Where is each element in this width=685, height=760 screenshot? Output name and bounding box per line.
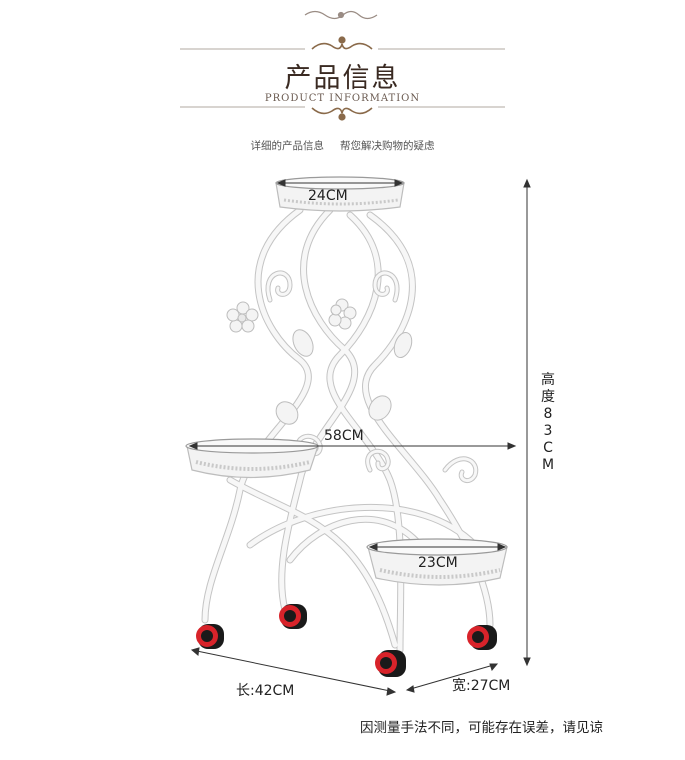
dimension-lines xyxy=(188,178,531,696)
measurement-disclaimer: 因测量手法不同，可能存在误差，请见谅 xyxy=(360,720,603,736)
caster-wheels xyxy=(196,604,497,677)
flourish-top-icon xyxy=(311,36,373,50)
description-left: 详细的产品信息 xyxy=(250,140,325,152)
page-title: 产品信息 xyxy=(284,63,401,94)
top-ornament xyxy=(304,10,378,20)
total-width-dimension: 58CM xyxy=(324,428,364,444)
page-subtitle: PRODUCT INFORMATION xyxy=(264,93,421,104)
middle-tray xyxy=(185,438,319,479)
caster-wheel-icon xyxy=(467,625,497,650)
bottom-tray-dimension: 23CM xyxy=(418,555,458,571)
caster-wheel-icon xyxy=(279,604,307,629)
depth-dimension: 宽:27CM xyxy=(452,678,511,694)
length-dimension: 长:42CM xyxy=(236,683,295,699)
description-right: 帮您解决购物的疑虑 xyxy=(340,140,435,152)
top-tray-dimension: 24CM xyxy=(308,188,348,204)
top-tray xyxy=(275,176,405,212)
flourish-bottom-icon xyxy=(311,107,373,121)
height-dimension: 高度83CM xyxy=(541,372,555,473)
leaf-ornaments xyxy=(275,329,413,425)
header-description: 详细的产品信息 帮您解决购物的疑虑 xyxy=(0,138,685,153)
flower-ornament-icon xyxy=(226,298,357,333)
caster-wheel-icon xyxy=(375,650,406,677)
caster-wheel-icon xyxy=(196,624,224,649)
